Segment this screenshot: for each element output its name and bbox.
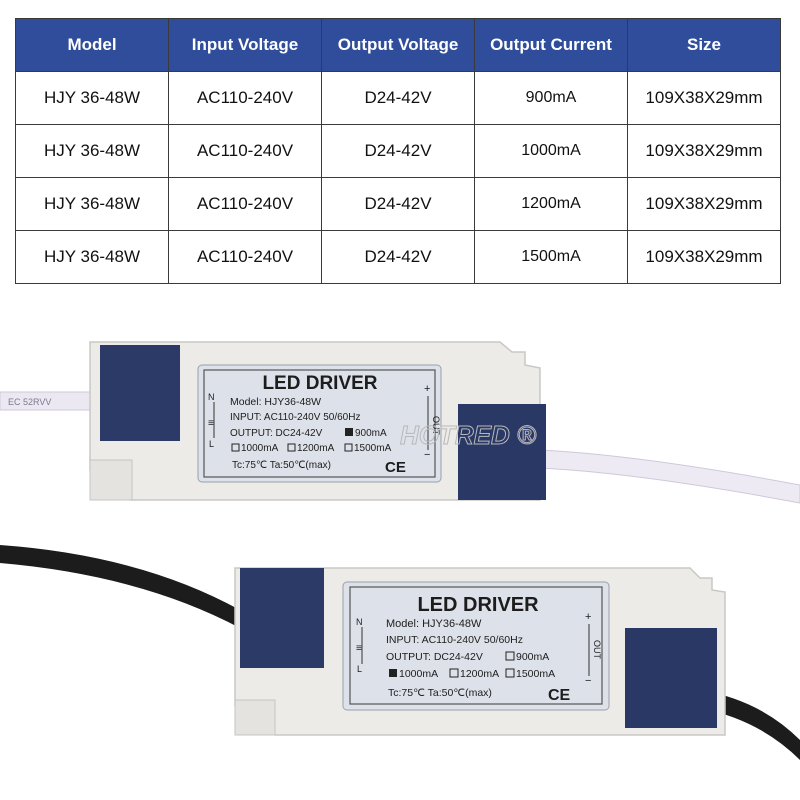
option-selected: 900mA: [355, 428, 387, 439]
option-selected: 1000mA: [399, 668, 438, 680]
checkbox: [449, 668, 459, 678]
input-cable: [0, 545, 240, 628]
ground-icon: ≡: [356, 643, 362, 654]
checkbox-selected: [389, 669, 397, 677]
label-input: INPUT: AC110-240V 50/60Hz: [386, 634, 523, 646]
label-border: [203, 369, 436, 478]
label-temps: Tc:75℃ Ta:50℃(max): [388, 687, 492, 699]
label-temps: Tc:75℃ Ta:50℃(max): [232, 460, 331, 471]
label-input: INPUT: AC110-240V 50/60Hz: [230, 412, 360, 423]
product-photo: EC 52RVV LED DRIVER Model: HJY36-48W INP…: [0, 300, 800, 800]
cell-model: HJY 36-48W: [15, 124, 169, 178]
option-b: 1200mA: [297, 443, 335, 454]
cell-size: 109X38X29mm: [627, 124, 781, 178]
pin-l: L: [357, 664, 362, 674]
cell-model: HJY 36-48W: [15, 177, 169, 231]
label-model: Model: HJY36-48W: [386, 618, 482, 630]
option-c: 1500mA: [354, 443, 392, 454]
header-input-voltage: Input Voltage: [168, 18, 322, 72]
checkbox: [505, 668, 515, 678]
header-output-current: Output Current: [474, 18, 628, 72]
blue-cap-left: [240, 568, 324, 668]
checkbox: [287, 443, 296, 452]
driver-label: [342, 581, 610, 711]
checkbox: [505, 651, 515, 661]
led-driver-top: EC 52RVV LED DRIVER Model: HJY36-48W INP…: [0, 341, 800, 504]
cell-input-voltage: AC110-240V: [168, 177, 322, 231]
minus-sign: −: [424, 449, 430, 461]
cable-print: EC 52RVV: [8, 397, 51, 407]
cell-size: 109X38X29mm: [627, 230, 781, 284]
spec-table: Model Input Voltage Output Voltage Outpu…: [15, 18, 781, 284]
cell-model: HJY 36-48W: [15, 71, 169, 125]
cell-output-voltage: D24-42V: [321, 124, 475, 178]
header-size: Size: [627, 18, 781, 72]
plus-sign: +: [585, 611, 591, 623]
cell-model: HJY 36-48W: [15, 230, 169, 284]
header-model: Model: [15, 18, 169, 72]
checkbox: [344, 443, 353, 452]
out-label: OUT: [431, 416, 441, 436]
label-output: OUTPUT: DC24-42V: [386, 651, 483, 663]
cell-output-voltage: D24-42V: [321, 71, 475, 125]
table-header-row: Model Input Voltage Output Voltage Outpu…: [15, 18, 781, 72]
table-row: HJY 36-48W AC110-240V D24-42V 1000mA 109…: [15, 124, 781, 178]
header-output-voltage: Output Voltage: [321, 18, 475, 72]
cell-output-voltage: D24-42V: [321, 230, 475, 284]
blue-cap-right: [458, 404, 546, 500]
cell-output-voltage: D24-42V: [321, 177, 475, 231]
label-title: LED DRIVER: [262, 373, 377, 394]
cell-output-current: 900mA: [474, 71, 628, 125]
pin-l: L: [209, 439, 214, 449]
output-cable: [539, 449, 800, 504]
cell-input-voltage: AC110-240V: [168, 230, 322, 284]
cell-output-current: 1500mA: [474, 230, 628, 284]
mount-tab-left: [89, 459, 133, 501]
cell-input-voltage: AC110-240V: [168, 71, 322, 125]
cell-size: 109X38X29mm: [627, 177, 781, 231]
cell-size: 109X38X29mm: [627, 71, 781, 125]
label-output: OUTPUT: DC24-42V: [230, 428, 323, 439]
checkbox-selected: [345, 428, 353, 436]
table-row: HJY 36-48W AC110-240V D24-42V 900mA 109X…: [15, 71, 781, 125]
option-a: 1000mA: [241, 443, 279, 454]
label-model: Model: HJY36-48W: [230, 396, 321, 408]
ce-mark: CE: [385, 459, 406, 476]
label-border: [349, 586, 603, 705]
out-label: OUT: [592, 640, 602, 660]
blue-cap-left: [100, 345, 180, 441]
plus-sign: +: [424, 383, 430, 395]
ce-mark: CE: [548, 687, 571, 704]
mount-tab-left: [234, 699, 276, 736]
option-a: 900mA: [516, 651, 549, 663]
option-c: 1500mA: [516, 668, 555, 680]
watermark: HOTRED ®: [400, 420, 537, 450]
cell-output-current: 1200mA: [474, 177, 628, 231]
cell-input-voltage: AC110-240V: [168, 124, 322, 178]
blue-cap-right: [625, 628, 717, 728]
pin-n: N: [208, 392, 215, 402]
led-driver-bottom: LED DRIVER Model: HJY36-48W INPUT: AC110…: [0, 545, 800, 760]
table-row: HJY 36-48W AC110-240V D24-42V 1200mA 109…: [15, 177, 781, 231]
checkbox: [231, 443, 240, 452]
driver-label: [197, 364, 442, 483]
pin-n: N: [356, 617, 363, 627]
option-b: 1200mA: [460, 668, 499, 680]
cell-output-current: 1000mA: [474, 124, 628, 178]
table-row: HJY 36-48W AC110-240V D24-42V 1500mA 109…: [15, 230, 781, 284]
minus-sign: −: [585, 675, 591, 687]
ground-icon: ≡: [208, 418, 214, 429]
label-title: LED DRIVER: [417, 594, 539, 616]
